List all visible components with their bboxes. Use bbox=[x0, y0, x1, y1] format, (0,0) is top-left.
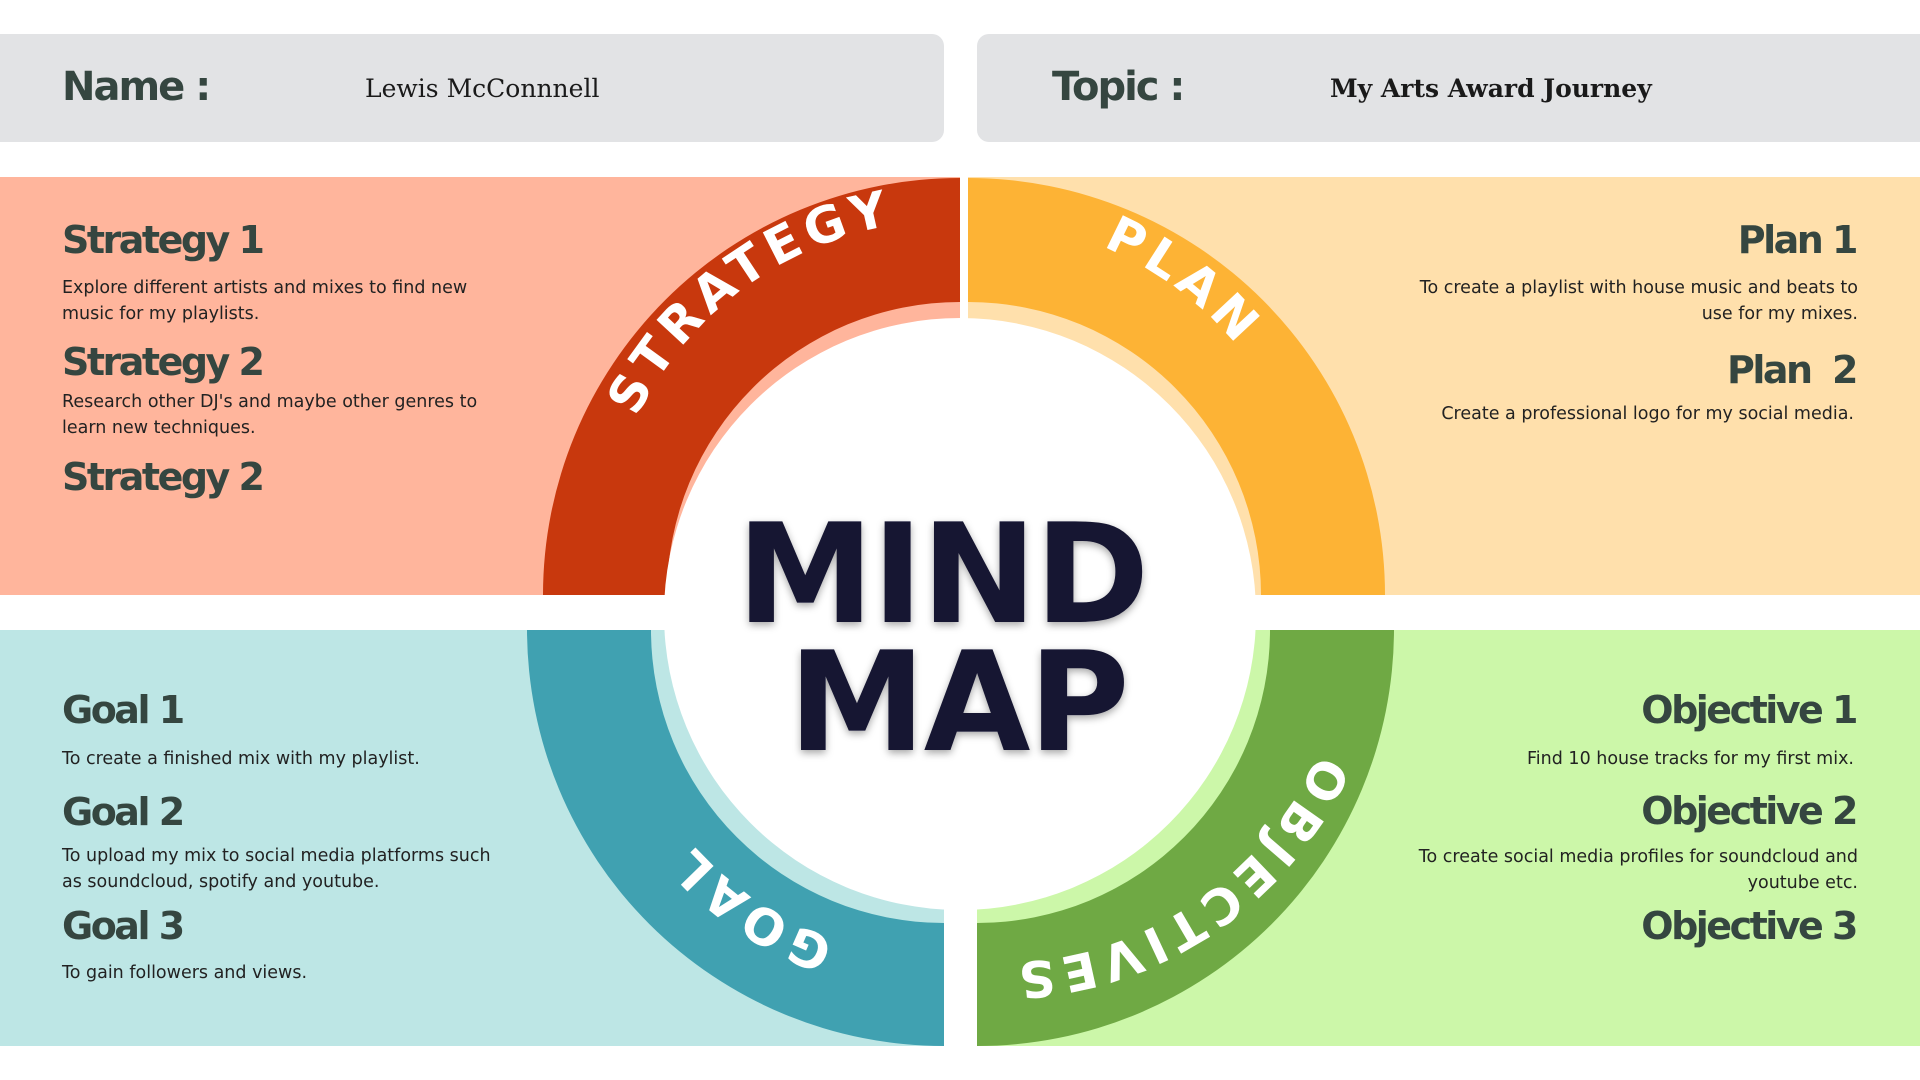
name-value: Lewis McConnnell bbox=[365, 74, 600, 103]
strategy-ring-segment bbox=[543, 178, 960, 595]
strategy-1-text: Explore different artists and mixes to f… bbox=[62, 278, 468, 324]
objective-1-text: Find 10 house tracks for my first mix. bbox=[1527, 749, 1854, 769]
mind-map-title-line2: MAP bbox=[788, 622, 1127, 783]
goal-3-text: To gain followers and views. bbox=[62, 963, 308, 983]
plan-1-title: Plan 1 bbox=[1737, 218, 1859, 262]
plan-2-text: Create a professional logo for my social… bbox=[1441, 404, 1854, 424]
name-label: Name : bbox=[62, 64, 211, 110]
center-circle bbox=[664, 318, 1256, 910]
plan-1-text: To create a playlist with house music an… bbox=[1419, 278, 1858, 324]
mind-map-title-line1: MIND bbox=[737, 494, 1148, 655]
topic-label: Topic : bbox=[1052, 64, 1185, 110]
goal-ring-segment bbox=[527, 630, 944, 1046]
strategy-2-title: Strategy 2 bbox=[62, 340, 265, 384]
strategy-1-title: Strategy 1 bbox=[62, 218, 265, 262]
objective-2-title: Objective 2 bbox=[1641, 789, 1858, 833]
plan-ring-segment bbox=[968, 178, 1385, 595]
objectives-ring-segment bbox=[977, 630, 1394, 1046]
goal-2-title: Goal 2 bbox=[62, 790, 185, 834]
plan-2-title: Plan 2 bbox=[1727, 348, 1858, 392]
objective-3-title: Objective 3 bbox=[1641, 904, 1858, 948]
goal-1-title: Goal 1 bbox=[62, 688, 185, 732]
topic-header-bar: Topic : My Arts Award Journey bbox=[977, 34, 1920, 142]
name-header-bar: Name : Lewis McConnnell bbox=[0, 34, 944, 142]
topic-value: My Arts Award Journey bbox=[1330, 74, 1652, 103]
objective-1-title: Objective 1 bbox=[1641, 688, 1858, 732]
goal-3-title: Goal 3 bbox=[62, 904, 185, 948]
goal-2-text: To upload my mix to social media platfor… bbox=[62, 846, 491, 892]
strategy-3-title: Strategy 2 bbox=[62, 455, 265, 499]
strategy-2-text: Research other DJ's and maybe other genr… bbox=[62, 392, 478, 438]
objective-2-text: To create social media profiles for soun… bbox=[1418, 847, 1858, 893]
goal-1-text: To create a finished mix with my playlis… bbox=[62, 749, 420, 769]
